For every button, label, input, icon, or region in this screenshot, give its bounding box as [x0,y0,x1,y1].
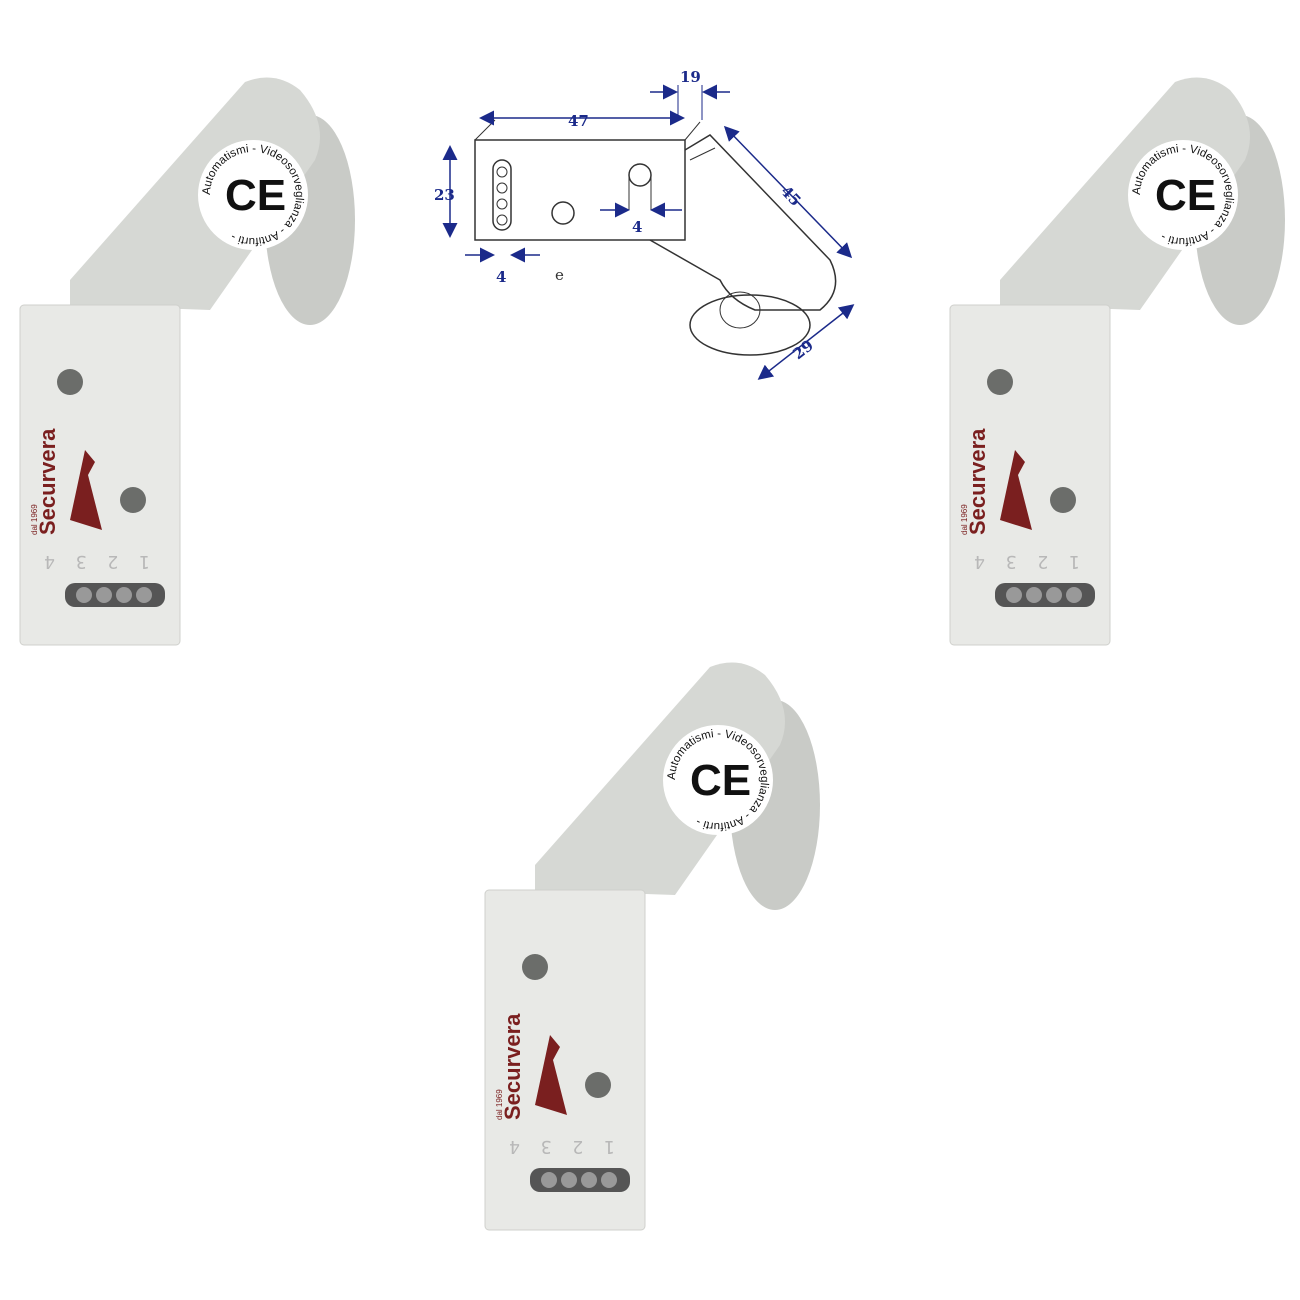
mount-hole-bottom [120,487,146,513]
arm [70,77,320,310]
ce-seal: Automatismi - Videosorveglianza - Antifu… [198,140,308,250]
brand-name: Securvera [500,1013,525,1120]
ce-mark: CE [690,756,751,805]
fox-icon [70,450,102,530]
fox-icon [535,1035,567,1115]
arm [535,662,785,895]
mount-hole-top [987,369,1013,395]
brand-name: Securvera [35,428,60,535]
screw-label: e [555,266,564,284]
ce-seal: Automatismi - Videosorveglianza - Antifu… [663,725,773,835]
mount-hole-bottom [585,1072,611,1098]
dim-height-label: 23 [434,186,455,204]
ce-seal: Automatismi - Videosorveglianza - Antifu… [1128,140,1238,250]
terminal-numbers: 1 2 3 4 [39,551,150,572]
brand-logo: Securvera dal 1969 [960,428,990,535]
dimension-drawing: 47 19 23 4 e 4 45 29 [434,68,855,380]
dim-wheel-label: 29 [789,336,817,363]
brand-since: dal 1969 [960,504,969,535]
brand-since: dal 1969 [495,1089,504,1120]
terminal-numbers: 1 2 3 4 [504,1136,615,1157]
arm [1000,77,1250,310]
ce-mark: CE [1155,171,1216,220]
dimension-diagram: 47 19 23 4 e 4 45 29 [420,60,880,400]
product-photo-right: 1 2 3 4 Securvera dal 1969 Automatismi -… [940,70,1300,670]
terminal-numbers: 1 2 3 4 [969,551,1080,572]
product-photo-left: 1 2 3 4 Securvera dal 1969 Automatismi -… [10,70,370,670]
dim-slot-label: 4 [496,268,506,286]
switch-device: 1 2 3 4 Securvera dal 1969 Automatismi -… [19,77,355,646]
product-photo-bottom: 1 2 3 4 Securvera dal 1969 Automatismi -… [475,655,835,1255]
dim-top-small-label: 19 [680,68,701,86]
brand-logo: Securvera dal 1969 [30,428,60,535]
fox-icon [1000,450,1032,530]
brand-since: dal 1969 [30,504,39,535]
ce-mark: CE [225,171,286,220]
switch-device: 1 2 3 4 Securvera dal 1969 Automatismi -… [484,662,820,1231]
mount-hole-top [57,369,83,395]
dim-hole-label: 4 [632,218,642,236]
brand-name: Securvera [965,428,990,535]
switch-device: 1 2 3 4 Securvera dal 1969 Automatismi -… [949,77,1285,646]
dim-width-label: 47 [568,112,589,130]
mount-hole-bottom [1050,487,1076,513]
mount-hole-top [522,954,548,980]
brand-logo: Securvera dal 1969 [495,1013,525,1120]
